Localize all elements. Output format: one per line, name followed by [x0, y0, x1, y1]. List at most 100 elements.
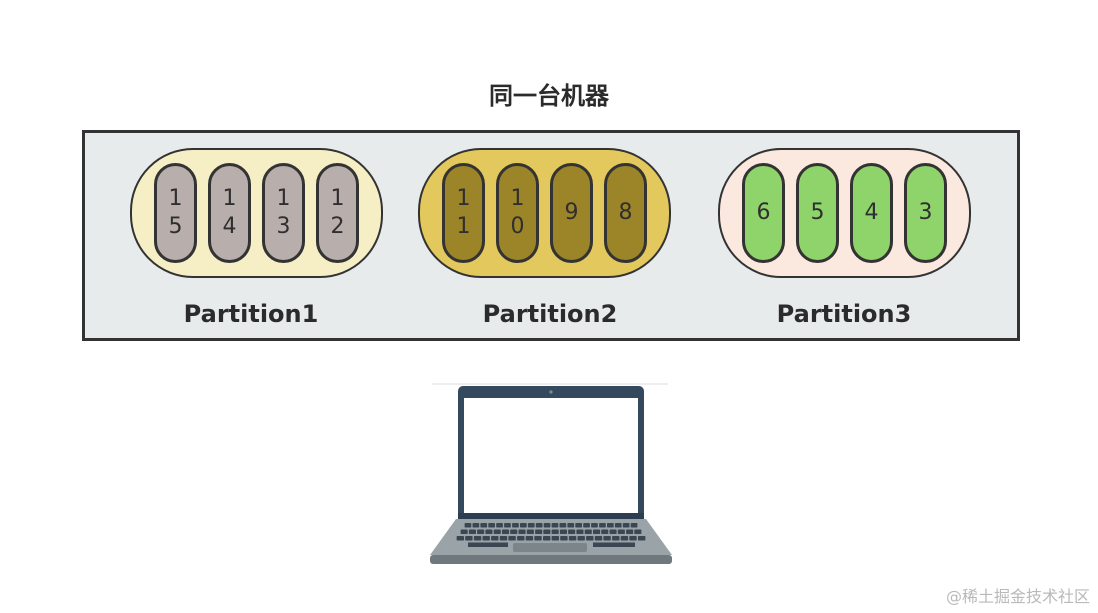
keyboard-key	[508, 536, 516, 541]
keyboard-key	[543, 536, 551, 541]
keyboard-key	[473, 536, 482, 541]
message-digit: 1	[510, 186, 525, 211]
keyboard-key	[586, 536, 594, 541]
keyboard-key	[593, 529, 601, 534]
keyboard-key	[575, 523, 582, 528]
message-digit: 1	[456, 186, 471, 211]
keyboard-key	[496, 523, 503, 528]
message-offset: 4	[850, 163, 893, 263]
keyboard-key	[584, 529, 592, 534]
message-digit: 0	[510, 214, 525, 239]
keyboard-key	[551, 536, 559, 541]
message-digit: 1	[168, 186, 183, 211]
keyboard-key	[622, 523, 630, 528]
keyboard-key	[551, 523, 559, 528]
keyboard-key	[594, 536, 603, 541]
laptop-screen	[464, 398, 638, 513]
keyboard-key	[559, 529, 567, 534]
keyboard-key	[603, 536, 611, 541]
keyboard-key	[634, 529, 642, 534]
keyboard-key	[599, 523, 606, 528]
keyboard-key	[525, 536, 534, 541]
keyboard-key	[620, 536, 629, 541]
keyboard-key	[614, 523, 622, 528]
laptop-keyboard	[456, 523, 646, 547]
keyboard-key	[464, 523, 472, 528]
keyboard-key	[534, 536, 542, 541]
partition-3-label: Partition3	[776, 300, 912, 328]
keyboard-key	[567, 523, 575, 528]
message-digit: 5	[168, 214, 183, 239]
laptop-base-edge	[430, 555, 672, 564]
message-digit: 1	[456, 214, 471, 239]
message-digit: 1	[222, 186, 237, 211]
keyboard-key	[576, 529, 584, 534]
keyboard-key	[518, 529, 526, 534]
keyboard-key	[502, 529, 510, 534]
keyboard-key	[465, 536, 473, 541]
keyboard-key	[543, 529, 551, 534]
keyboard-key	[593, 542, 635, 547]
message-digit: 4	[864, 200, 879, 225]
keyboard-key	[504, 523, 511, 528]
message-digit: 3	[276, 214, 291, 239]
keyboard-key	[472, 523, 480, 528]
keyboard-key	[520, 523, 527, 528]
keyboard-key	[488, 523, 495, 528]
keyboard-key	[468, 542, 508, 547]
keyboard-key	[609, 529, 617, 534]
message-digit: 1	[330, 186, 345, 211]
keyboard-key	[629, 536, 637, 541]
partition-1-label: Partition1	[183, 300, 319, 328]
message-digit: 6	[756, 200, 771, 225]
keyboard-key	[638, 536, 646, 541]
keyboard-key	[568, 536, 577, 541]
keyboard-key	[612, 536, 620, 541]
keyboard-key	[460, 529, 468, 534]
keyboard-key	[482, 536, 490, 541]
diagram-title: 同一台机器	[489, 82, 609, 110]
keyboard-key	[551, 529, 559, 534]
keyboard-key	[535, 523, 543, 528]
message-digit: 5	[810, 200, 825, 225]
keyboard-key	[559, 523, 567, 528]
laptop-hinge	[458, 513, 644, 519]
message-digit: 2	[330, 214, 345, 239]
keyboard-key	[601, 529, 609, 534]
keyboard-key	[517, 536, 525, 541]
keyboard-key	[626, 529, 634, 534]
partition-2-label: Partition2	[482, 300, 618, 328]
keyboard-key	[591, 523, 598, 528]
keyboard-key	[480, 523, 488, 528]
keyboard-key	[630, 523, 638, 528]
message-offset: 3	[904, 163, 947, 263]
keyboard-key	[512, 523, 519, 528]
keyboard-key	[607, 523, 614, 528]
message-digit: 1	[276, 186, 291, 211]
keyboard-key	[568, 529, 576, 534]
laptop-camera	[549, 390, 553, 394]
message-digit: 4	[222, 214, 237, 239]
keyboard-key	[583, 523, 590, 528]
keyboard-key	[560, 536, 568, 541]
message-offset: 9	[550, 163, 593, 263]
keyboard-key	[617, 529, 625, 534]
keyboard-key	[526, 529, 534, 534]
keyboard-key	[535, 529, 543, 534]
keyboard-key	[499, 536, 508, 541]
keyboard-key	[468, 529, 476, 534]
message-offset: 5	[796, 163, 839, 263]
laptop-trackpad	[513, 543, 587, 552]
keyboard-key	[543, 523, 551, 528]
keyboard-key	[493, 529, 501, 534]
